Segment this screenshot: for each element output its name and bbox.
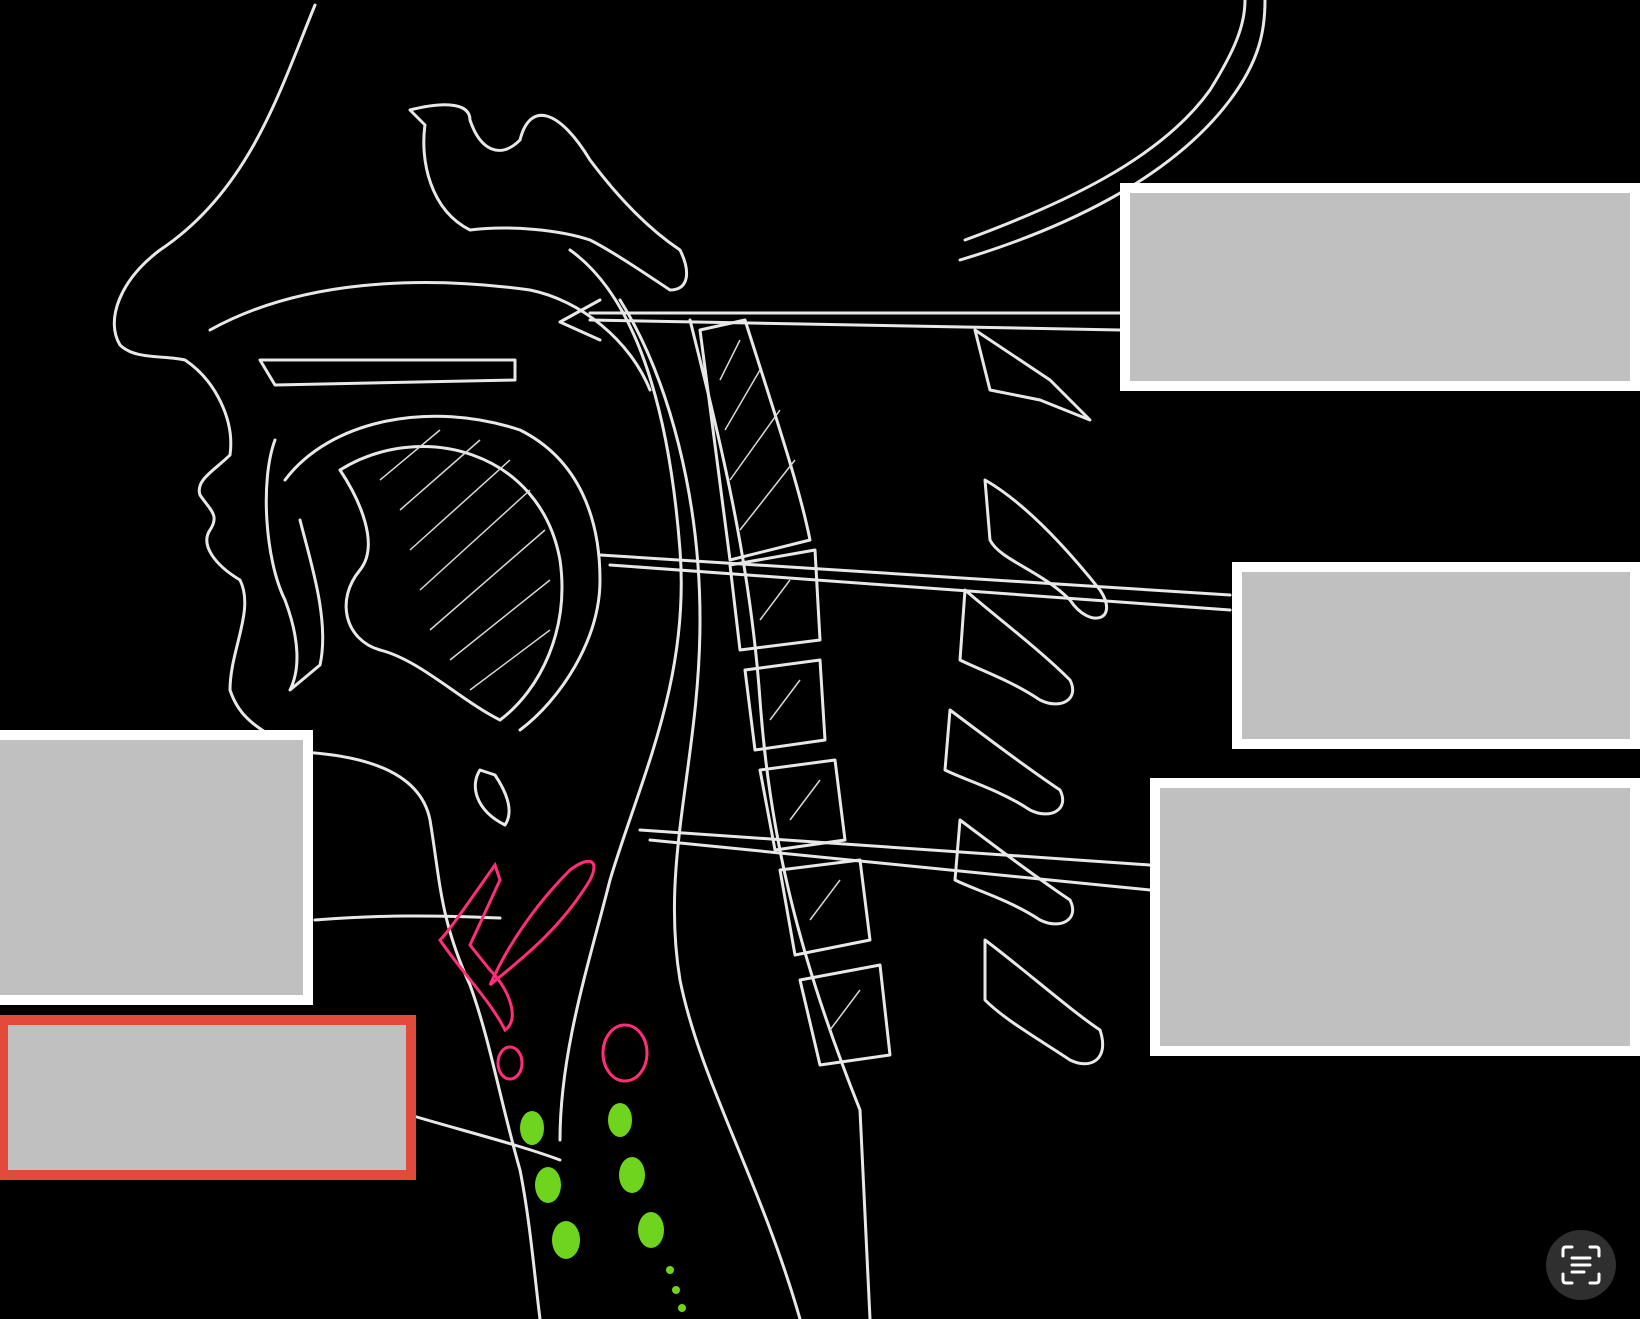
vocal-fold-highlight [488,859,596,987]
hard-palate [258,358,517,387]
dot-3 [678,1304,686,1312]
oral-cavity [283,414,602,732]
mandible [264,438,325,692]
nasal-cavity [208,281,652,392]
pointer-line-4 [408,1113,562,1162]
label-box-4-text [0,740,303,764]
esophagus-ring-2 [619,1157,645,1193]
label-box-4[interactable] [0,730,313,1005]
vertebra-c5 [778,858,872,957]
label-box-1[interactable] [1120,183,1640,391]
vertebra-hatching [719,339,861,1031]
label-box-2-text [1242,572,1630,596]
pointer-line-2 [598,553,1232,612]
spinous-2 [983,478,1108,620]
pharynx-wall-2 [618,298,802,1319]
text-scan-icon [1561,1245,1601,1285]
trachea-ring-3 [552,1221,580,1259]
spinous-5 [953,818,1075,926]
ring-highlight-1 [496,1045,524,1081]
face-profile [112,3,542,1319]
hyoid-line [313,914,502,922]
spinous-6 [983,938,1105,1066]
pharynx-wall-1 [558,248,683,1142]
vertebra-c6 [798,963,892,1067]
ring-highlight-2 [601,1023,649,1083]
spinous-4 [943,708,1065,816]
dot-1 [666,1266,674,1274]
vertebra-c1 [698,318,812,562]
dot-2 [672,1286,680,1294]
esophagus-ring-3 [638,1212,664,1248]
hyoid [473,768,511,827]
label-box-5-text [8,1025,406,1049]
vertebra-c4 [758,758,847,852]
label-box-1-text [1130,193,1630,217]
trachea-ring-2 [535,1167,561,1203]
pointer-line-1 [558,298,1122,342]
occipital-bone [958,0,1267,262]
occipital-bone-inner [963,0,1247,242]
spinous-3 [958,588,1075,706]
label-box-2[interactable] [1232,562,1640,749]
label-box-5-selected[interactable] [0,1015,416,1180]
spinous-1 [973,328,1092,422]
tongue [338,445,564,722]
tongue-hatching [379,429,551,691]
vertebra-c3 [743,658,827,752]
epiglottis-highlight [438,861,514,1033]
trachea-ring-1 [520,1111,544,1145]
label-box-3-text [1160,788,1630,812]
sphenoid [408,103,689,292]
label-box-3[interactable] [1150,778,1640,1056]
text-scan-button[interactable] [1546,1230,1616,1300]
esophagus-ring-1 [608,1103,632,1137]
vertebra-c2 [728,548,822,652]
pointer-line-3 [638,828,1152,892]
prevertebral-line [688,318,872,1319]
